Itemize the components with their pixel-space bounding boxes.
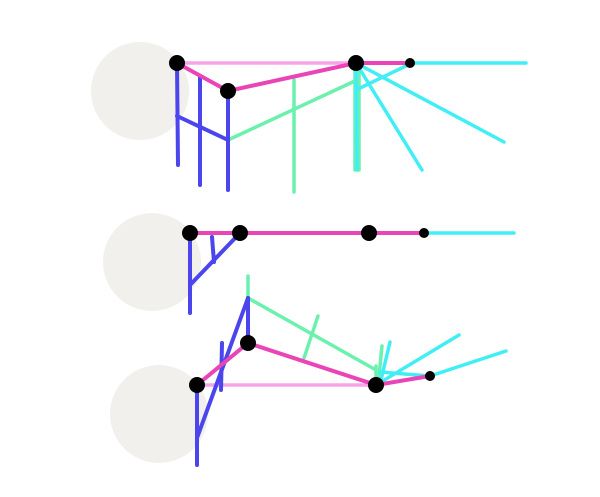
cyan-line	[354, 61, 506, 144]
cyan-line	[354, 61, 424, 172]
joint	[361, 225, 377, 241]
diagram-3	[110, 274, 508, 467]
joint	[232, 225, 248, 241]
cyan-line	[378, 370, 432, 378]
pink-line	[175, 61, 412, 94]
joint	[240, 335, 256, 351]
blue-line	[175, 114, 230, 142]
joint	[189, 377, 205, 393]
joint	[368, 377, 384, 393]
cyan-line	[354, 61, 359, 172]
cyan-line	[354, 62, 412, 92]
joint	[425, 371, 435, 381]
blue-line	[210, 235, 216, 264]
diagram-2	[103, 213, 516, 315]
joint	[182, 225, 198, 241]
pink-line	[195, 340, 432, 388]
cyan-line	[428, 349, 508, 378]
joint	[169, 55, 185, 71]
green-line	[302, 314, 320, 360]
cyan-line	[374, 333, 461, 387]
blue-line	[175, 61, 180, 167]
joint	[419, 228, 429, 238]
background-circle	[110, 365, 208, 463]
joint	[405, 58, 415, 68]
joint	[220, 83, 236, 99]
background-circle	[103, 213, 201, 311]
joint	[348, 55, 364, 71]
cyan-line	[378, 340, 392, 386]
diagram-1	[91, 42, 528, 194]
background-circle	[91, 42, 189, 140]
